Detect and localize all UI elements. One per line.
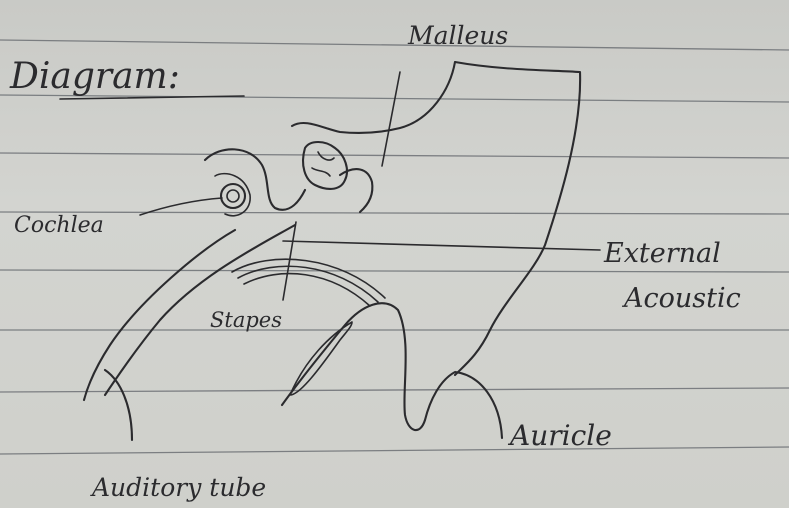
diagram-heading: Diagram: bbox=[9, 56, 180, 97]
label-stapes: Stapes bbox=[210, 308, 282, 332]
label-malleus: Malleus bbox=[407, 21, 508, 50]
auricle-inner-fold bbox=[290, 322, 352, 395]
stapes-pointer bbox=[283, 222, 296, 300]
cochlea-spiral bbox=[215, 174, 250, 216]
external-acoustic-pointer bbox=[283, 241, 600, 250]
stapes-arches bbox=[232, 259, 385, 306]
malleus-pointer bbox=[382, 72, 400, 166]
malleus-shape bbox=[303, 142, 347, 189]
auditory-tube-end bbox=[105, 370, 132, 440]
auricle-outline bbox=[455, 62, 580, 375]
label-auricle: Auricle bbox=[507, 419, 612, 452]
incus-shape bbox=[340, 169, 372, 212]
label-external-line1: External bbox=[603, 238, 721, 269]
label-cochlea: Cochlea bbox=[14, 213, 104, 238]
label-auditory-tube: Auditory tube bbox=[90, 473, 266, 502]
label-external-line2: Acoustic bbox=[621, 283, 741, 314]
middle-ear-cavity bbox=[205, 149, 305, 209]
auricle-lobe bbox=[282, 303, 502, 438]
